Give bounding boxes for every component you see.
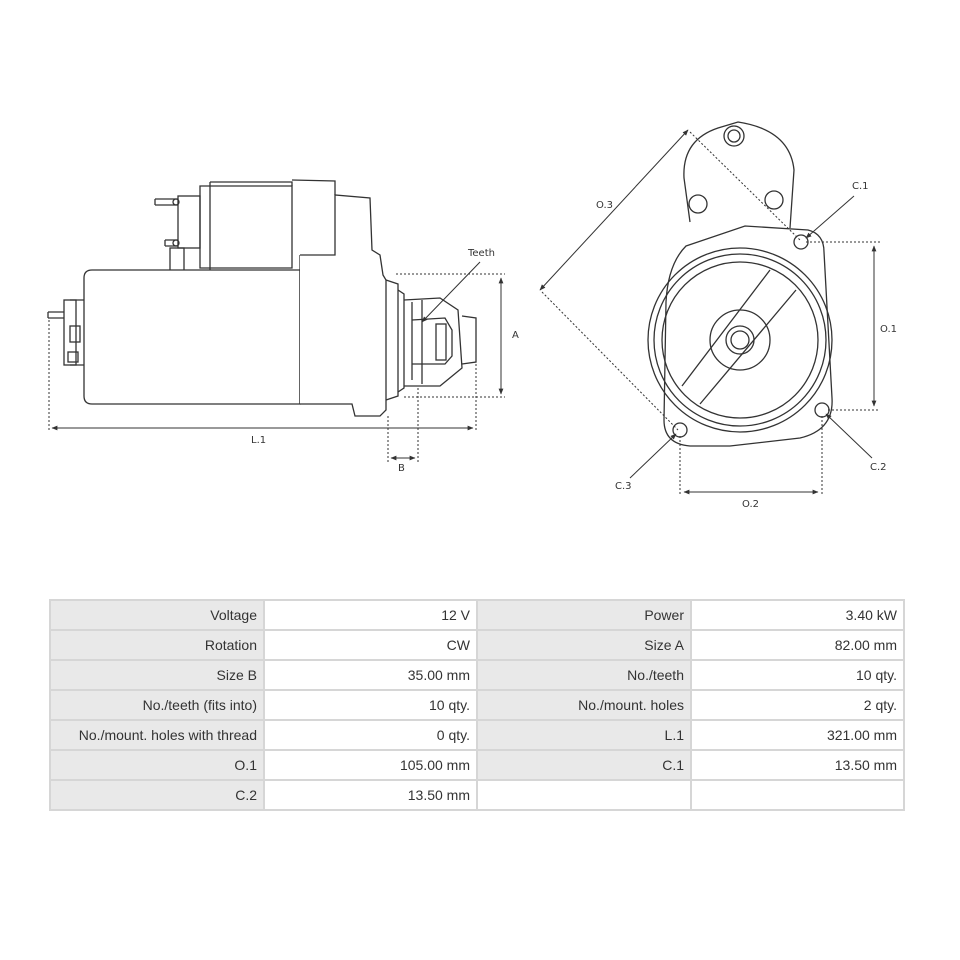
table-row: No./mount. holes with thread 0 qty. L.1 … bbox=[49, 719, 905, 751]
table-row: C.2 13.50 mm bbox=[49, 779, 905, 811]
solenoid bbox=[154, 179, 336, 273]
spec-value: CW bbox=[263, 629, 478, 661]
label-o2: O.2 bbox=[742, 499, 759, 510]
front-view bbox=[647, 121, 833, 447]
spec-label: Rotation bbox=[49, 629, 265, 661]
empty-cell bbox=[690, 779, 905, 811]
spec-value: 3.40 kW bbox=[690, 599, 905, 631]
label-o3: O.3 bbox=[596, 200, 613, 211]
table-row: Voltage 12 V Power 3.40 kW bbox=[49, 599, 905, 631]
spec-label: C.2 bbox=[49, 779, 265, 811]
front-view-dimensions bbox=[539, 129, 880, 496]
spec-label: Voltage bbox=[49, 599, 265, 631]
spec-value: 12 V bbox=[263, 599, 478, 631]
spec-value: 105.00 mm bbox=[263, 749, 478, 781]
spec-value: 35.00 mm bbox=[263, 659, 478, 691]
spec-label: C.1 bbox=[476, 749, 692, 781]
side-view bbox=[47, 179, 477, 417]
spec-value: 10 qty. bbox=[690, 659, 905, 691]
spec-label: Size B bbox=[49, 659, 265, 691]
spec-label: No./mount. holes with thread bbox=[49, 719, 265, 751]
label-teeth: Teeth bbox=[467, 248, 495, 259]
spec-value: 82.00 mm bbox=[690, 629, 905, 661]
side-view-dimensions bbox=[48, 261, 505, 462]
label-l1: L.1 bbox=[251, 435, 266, 446]
spec-label: Power bbox=[476, 599, 692, 631]
spec-label: Size A bbox=[476, 629, 692, 661]
spec-value: 13.50 mm bbox=[690, 749, 905, 781]
spec-label: No./teeth bbox=[476, 659, 692, 691]
label-b: B bbox=[398, 463, 405, 474]
spec-table: Voltage 12 V Power 3.40 kW Rotation CW S… bbox=[49, 599, 905, 811]
label-c3: C.3 bbox=[615, 481, 632, 492]
spec-label: No./teeth (fits into) bbox=[49, 689, 265, 721]
upper-hole-1 bbox=[723, 125, 745, 147]
spec-label: No./mount. holes bbox=[476, 689, 692, 721]
starter-motor-drawing: Teeth A B L.1 bbox=[47, 121, 897, 510]
spec-label: O.1 bbox=[49, 749, 265, 781]
drive-housing bbox=[300, 194, 477, 417]
table-row: Rotation CW Size A 82.00 mm bbox=[49, 629, 905, 661]
label-c2: C.2 bbox=[870, 462, 887, 473]
label-c1: C.1 bbox=[852, 181, 869, 192]
upper-hole-2 bbox=[688, 194, 708, 214]
table-row: No./teeth (fits into) 10 qty. No./mount.… bbox=[49, 689, 905, 721]
label-o1: O.1 bbox=[880, 324, 897, 335]
upper-hole-3 bbox=[764, 190, 784, 210]
label-a: A bbox=[512, 330, 519, 341]
spec-value: 2 qty. bbox=[690, 689, 905, 721]
spec-value: 0 qty. bbox=[263, 719, 478, 751]
spec-label: L.1 bbox=[476, 719, 692, 751]
table-row: O.1 105.00 mm C.1 13.50 mm bbox=[49, 749, 905, 781]
spec-value: 13.50 mm bbox=[263, 779, 478, 811]
motor-housing bbox=[47, 255, 301, 405]
spec-value: 321.00 mm bbox=[690, 719, 905, 751]
spec-value: 10 qty. bbox=[263, 689, 478, 721]
empty-cell bbox=[476, 779, 692, 811]
table-row: Size B 35.00 mm No./teeth 10 qty. bbox=[49, 659, 905, 691]
